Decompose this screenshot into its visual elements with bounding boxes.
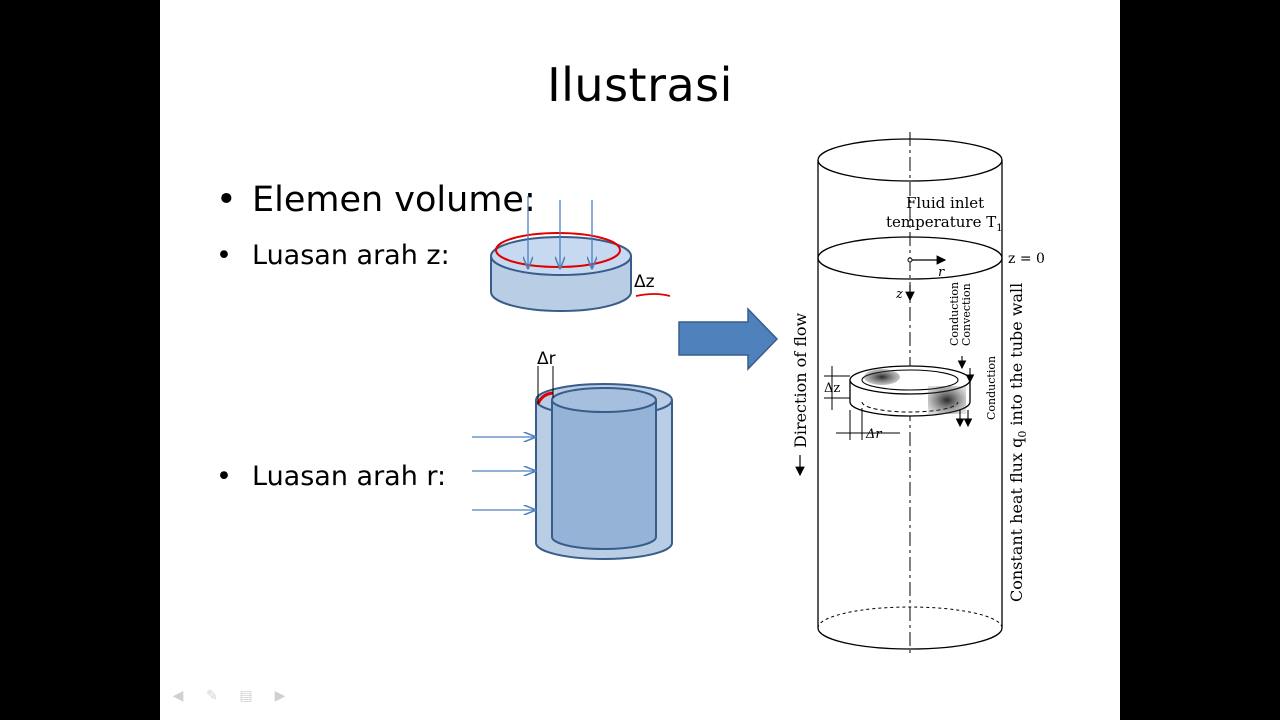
conduction-side-label: Conduction [985,356,998,420]
bullet-luasan-arah-r: • Luasan arah r: [216,461,446,492]
slide-diagrams: Δz Δr [472,132,1045,654]
dz-underline [635,293,671,297]
bullet-text: Luasan arah r: [252,461,447,492]
slide-title: Ilustrasi [547,58,733,112]
disk-top [490,236,632,276]
menu-icon[interactable]: ▤ [239,688,253,704]
bullet-elemen-volume: • Elemen volume: [216,180,536,220]
conduction-top-label: Conduction [948,282,961,346]
stipple-left [864,369,900,385]
r-label: r [938,265,945,280]
flow-label: Direction of flow [791,312,810,448]
tube-dz-label: Δz [824,381,840,396]
tube-bottom [817,627,1003,650]
bullet-luasan-arah-z: • Luasan arah z: [216,240,450,271]
dr-label: Δr [537,349,556,369]
block-arrow-icon [678,307,779,371]
tube-figure [795,132,1003,654]
wall-label: Constant heat flux q0 into the tube wall [1007,283,1029,602]
inlet-label-line1: Fluid inlet [906,194,984,212]
inner-top [551,387,657,413]
tube-dr-label: Δr [865,427,882,442]
bullet-text: Luasan arah z: [252,240,450,271]
inner-cylinder [551,400,657,550]
pen-icon[interactable]: ✎ [206,688,218,704]
slide-nav-toolbar: ◀ ✎ ▤ ▶ [168,688,290,704]
z0-label: z = 0 [1008,251,1045,267]
disk-diagram: Δz [490,196,671,312]
convection-label: Convection [960,283,973,346]
ring-highlight [536,391,554,405]
inlet-label-line2: temperature T1 [886,213,1003,234]
forward-arrow-icon[interactable]: ▶ [274,688,286,704]
z-label: z [895,287,903,302]
ring-diagram: Δr [472,349,673,560]
origin-dot [907,257,913,263]
back-arrow-icon[interactable]: ◀ [172,688,184,704]
slide: Ilustrasi • Elemen volume: • Luasan arah z… [160,0,1120,720]
stipple-right [928,386,966,414]
dz-label: Δz [634,272,655,292]
bullet-text: Elemen volume: [252,180,536,220]
bullet-marker: • [216,240,232,271]
bullet-marker: • [216,461,232,492]
tube-labels: Fluid inlet temperature T1 z = 0 r z Δz … [791,194,1045,602]
bullet-marker: • [216,180,237,220]
